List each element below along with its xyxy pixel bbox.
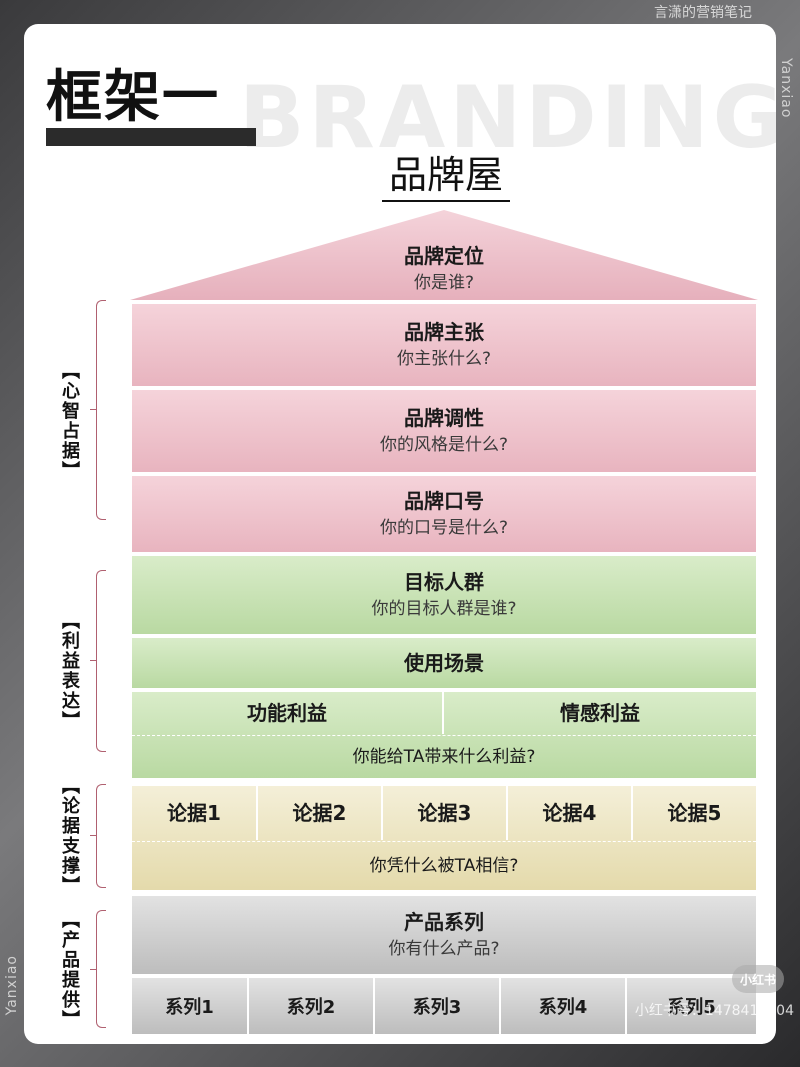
row-question: 你的风格是什么?: [379, 435, 509, 455]
row-target-audience: 目标人群 你的目标人群是谁?: [132, 556, 756, 634]
series-item: 系列3: [375, 978, 501, 1034]
row-question: 你主张什么?: [396, 349, 492, 369]
row-question: 你有什么产品?: [388, 939, 500, 959]
row-brand-slogan: 品牌口号 你的口号是什么?: [132, 476, 756, 552]
row-title: 品牌调性: [404, 406, 484, 430]
functional-benefit: 功能利益: [132, 692, 444, 734]
row-series-items: 系列1 系列2 系列3 系列4 系列5: [132, 978, 756, 1034]
evidence-item: 论据4: [508, 786, 633, 840]
row-product-series: 产品系列 你有什么产品?: [132, 896, 756, 974]
roof-triangle: [130, 210, 758, 300]
bracket-tip: [90, 409, 97, 410]
house-title: 品牌屋: [382, 152, 510, 202]
series-item: 系列2: [249, 978, 375, 1034]
row-brand-tone: 品牌调性 你的风格是什么?: [132, 390, 756, 472]
label-mind: 【心智占据】: [59, 361, 80, 481]
page-title: 框架一: [46, 65, 220, 130]
series-item: 系列1: [132, 978, 249, 1034]
row-benefits: 功能利益 情感利益 你能给TA带来什么利益?: [132, 692, 756, 778]
xiaohongshu-logo: 小红书: [732, 965, 784, 993]
title-block: 框架一: [46, 52, 256, 146]
side-label-left: Yanxiao: [4, 954, 20, 1015]
background-word: BRANDING: [239, 68, 776, 168]
label-benefit: 【利益表达】: [59, 611, 80, 731]
row-usage-scene: 使用场景: [132, 638, 756, 688]
row-title: 品牌口号: [404, 489, 484, 513]
evidence-item: 论据3: [383, 786, 508, 840]
row-title: 目标人群: [404, 570, 484, 594]
row-title: 使用场景: [404, 651, 484, 675]
roof-question: 你是谁?: [413, 273, 475, 293]
row-question: 你的口号是什么?: [379, 518, 509, 538]
evidence-item: 论据2: [258, 786, 383, 840]
poster-card: BRANDING 框架一 品牌屋 品牌定位 你是谁? 品牌主张 你主张什么? 品…: [24, 24, 776, 1044]
bracket-tip: [90, 969, 97, 970]
series-item: 系列4: [501, 978, 627, 1034]
row-title: 产品系列: [404, 910, 484, 934]
bracket-mind: [96, 300, 106, 520]
bracket-support: [96, 784, 106, 888]
evidence-item: 论据5: [667, 801, 722, 825]
bracket-product: [96, 910, 106, 1028]
bracket-benefit: [96, 570, 106, 752]
dashed-divider: [132, 841, 756, 842]
row-evidence: 论据1 论据2 论据3 论据4 论据5 你凭什么被TA相信?: [132, 786, 756, 890]
roof-title: 品牌定位: [404, 244, 484, 268]
title-underline-bar: [46, 128, 256, 146]
xiaohongshu-id: 小红书号：1478414904: [634, 1003, 794, 1019]
bracket-tip: [90, 835, 97, 836]
side-label-right: Yanxiao: [778, 58, 794, 119]
row-question: 你能给TA带来什么利益?: [352, 747, 536, 767]
label-product: 【产品提供】: [59, 910, 80, 1030]
emotional-benefit: 情感利益: [560, 701, 640, 725]
bracket-tip: [90, 660, 97, 661]
series-item: 系列5: [667, 997, 716, 1018]
row-title: 品牌主张: [404, 320, 484, 344]
label-support: 【论据支撑】: [59, 776, 80, 896]
evidence-item: 论据1: [132, 786, 258, 840]
row-question: 你凭什么被TA相信?: [369, 856, 519, 876]
watermark-top: 言潇的营销笔记: [654, 5, 752, 21]
row-question: 你的目标人群是谁?: [371, 599, 517, 619]
row-brand-proposition: 品牌主张 你主张什么?: [132, 304, 756, 386]
dashed-divider: [132, 735, 756, 736]
